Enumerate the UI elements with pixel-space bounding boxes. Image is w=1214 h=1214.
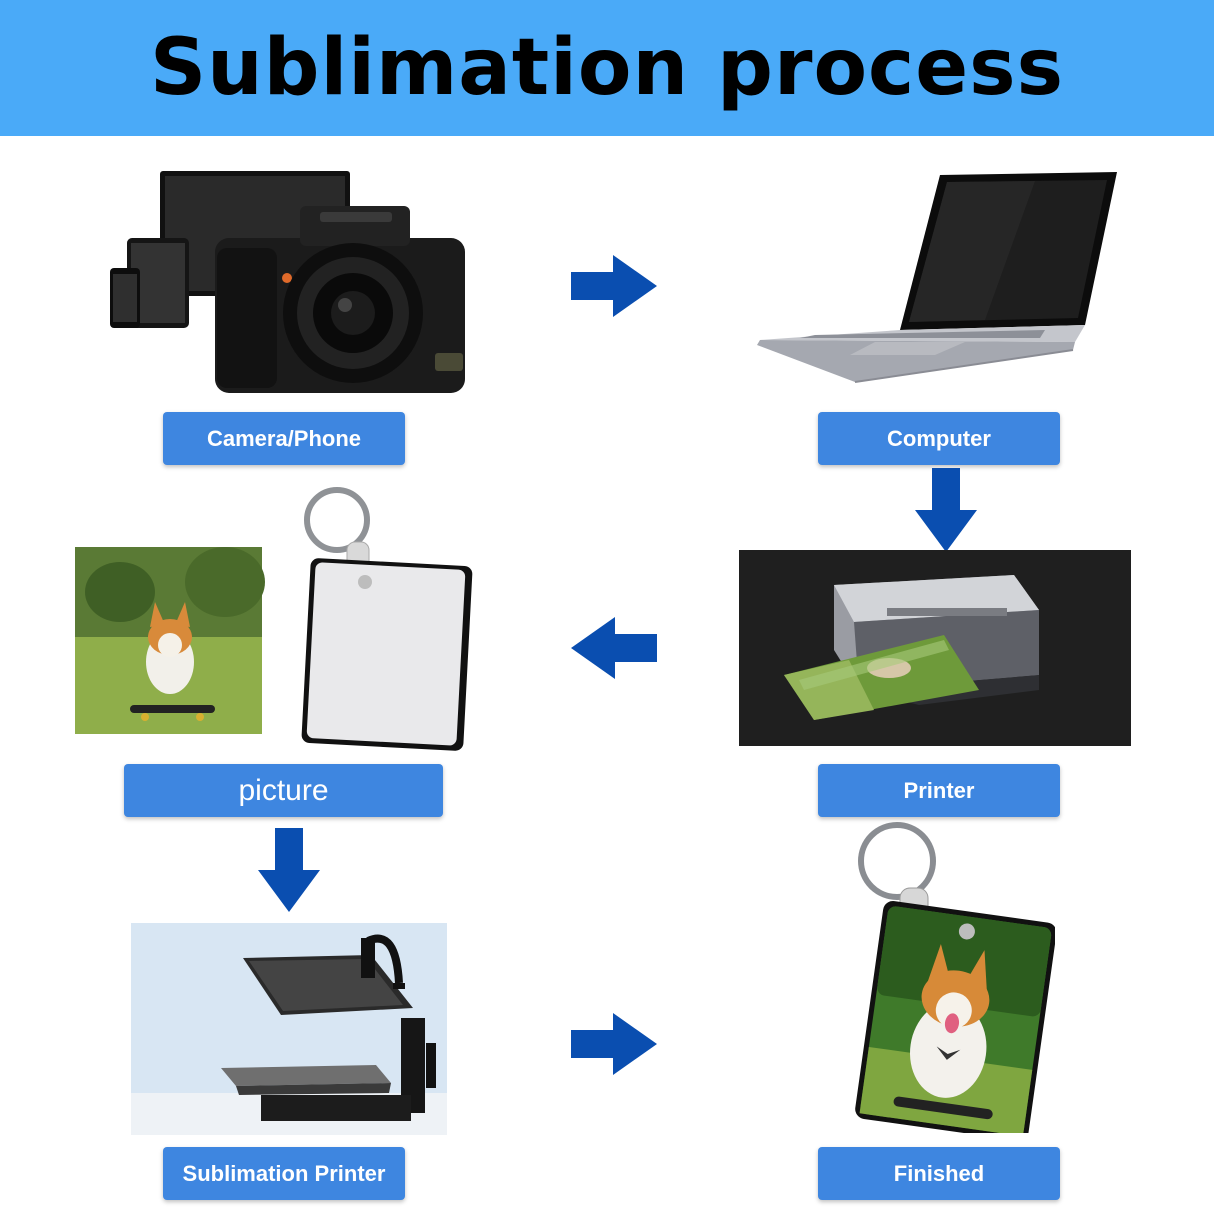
finished-keychain-icon xyxy=(855,822,1055,1133)
arrow-right-icon xyxy=(571,1013,657,1075)
finished-label: Finished xyxy=(818,1147,1060,1200)
arrow-down-icon xyxy=(915,468,977,552)
arrow-left-icon xyxy=(571,617,657,679)
heat-press-icon xyxy=(131,923,447,1135)
computer-label: Computer xyxy=(818,412,1060,465)
printer-label: Printer xyxy=(818,764,1060,817)
laptop-icon xyxy=(757,172,1117,383)
photo-printer-icon xyxy=(739,550,1131,746)
sublimation-printer-label: Sublimation Printer xyxy=(163,1147,405,1200)
dog-photo-and-blank-keychain-icon xyxy=(75,487,473,751)
page-title: Sublimation process xyxy=(149,23,1065,113)
header-banner: Sublimation process xyxy=(0,0,1214,136)
camera-phone-devices-icon xyxy=(110,171,465,393)
picture-label: picture xyxy=(124,764,443,817)
arrow-right-icon xyxy=(571,255,657,317)
camera-phone-label: Camera/Phone xyxy=(163,412,405,465)
arrow-down-icon xyxy=(258,828,320,912)
